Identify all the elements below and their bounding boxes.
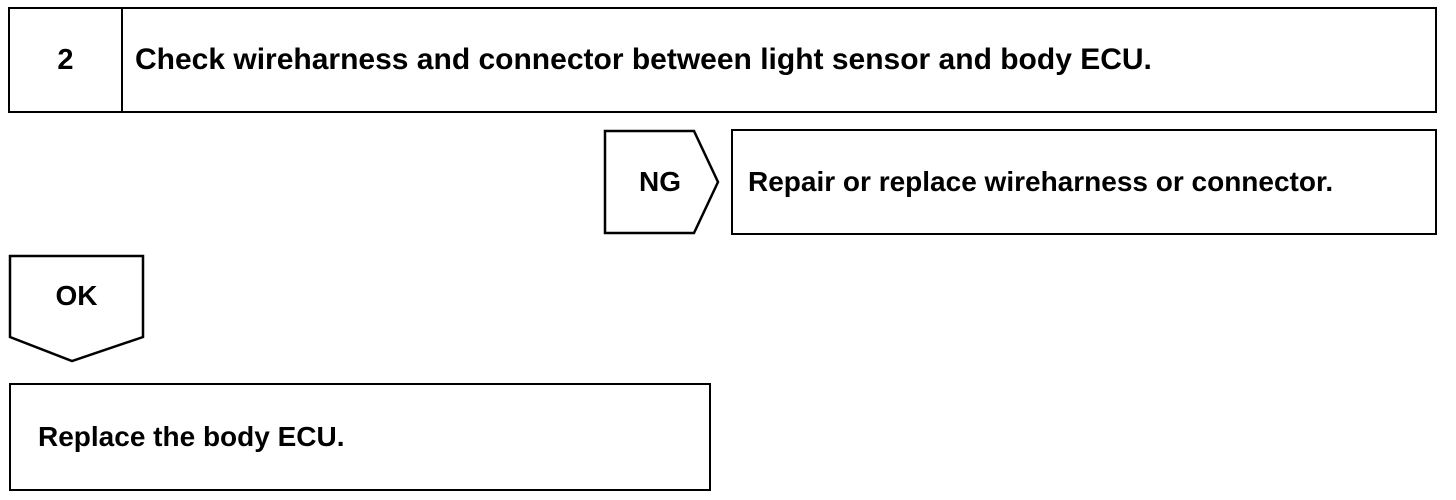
ok-tag-shape	[8, 254, 145, 363]
ng-label: NG	[639, 166, 681, 197]
ok-action-box	[9, 383, 711, 491]
step-number: 2	[57, 43, 74, 76]
step-title: Check wireharness and connector between …	[135, 43, 1152, 76]
ok-label: OK	[55, 280, 98, 311]
step-header-box	[8, 7, 1437, 113]
step-header-divider	[121, 7, 123, 113]
ng-action-text: Repair or replace wireharness or connect…	[748, 166, 1334, 197]
ok-action-text: Replace the body ECU.	[38, 421, 345, 452]
ng-tag-shape	[603, 129, 720, 235]
ng-action-box	[731, 129, 1437, 235]
